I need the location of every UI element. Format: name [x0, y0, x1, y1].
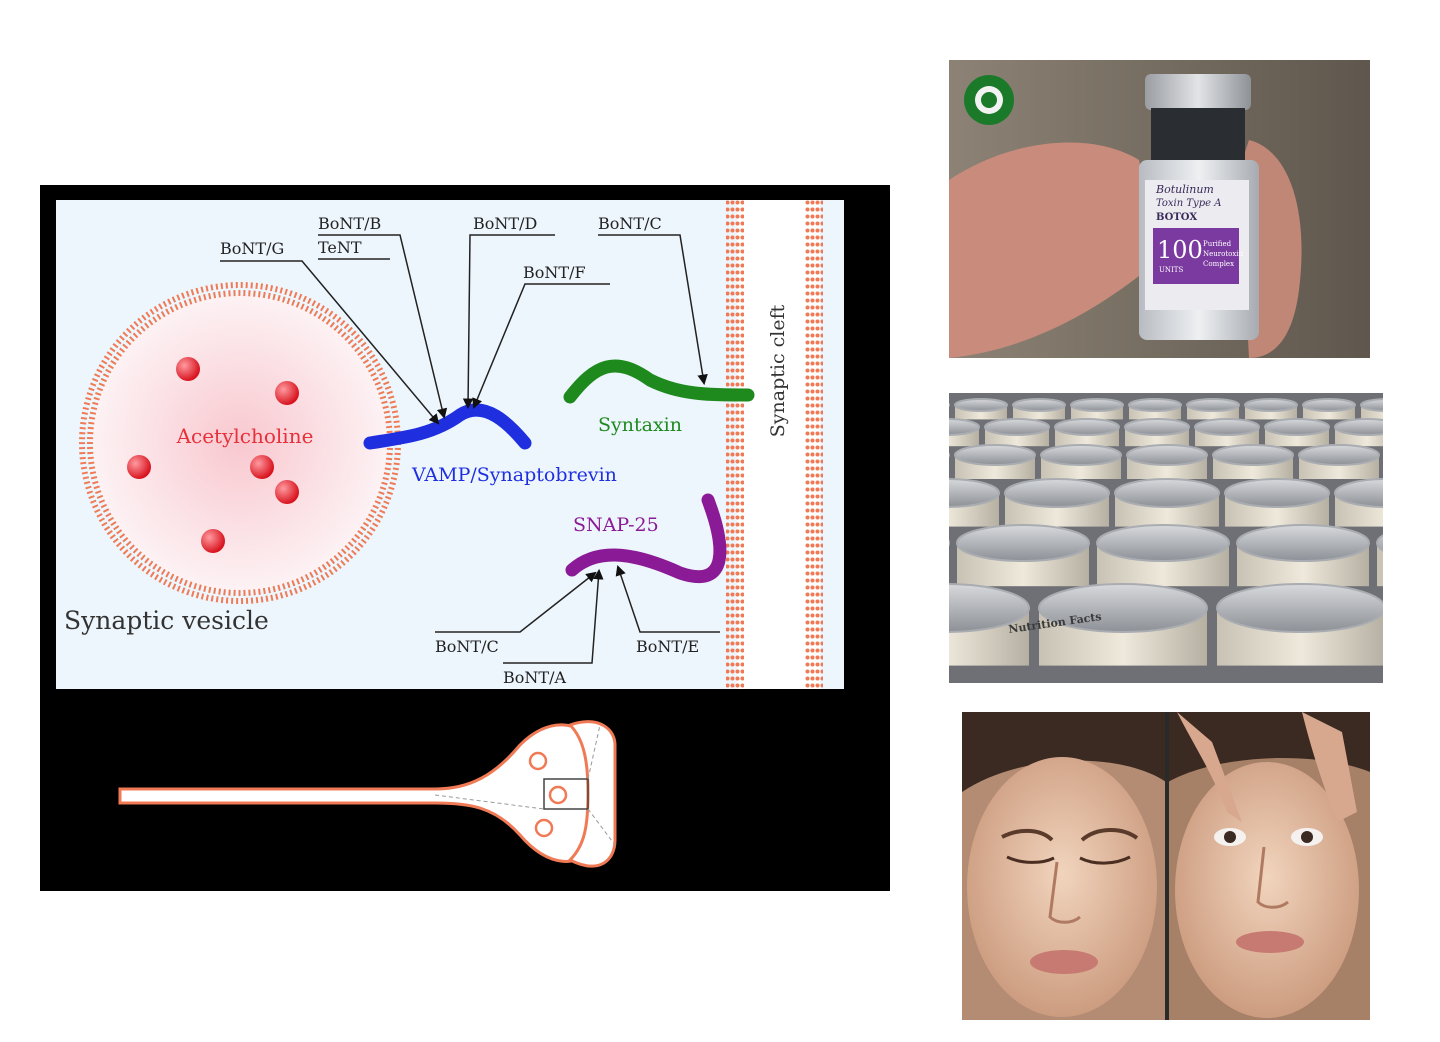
can-lid — [1334, 418, 1383, 436]
can-lid — [949, 418, 980, 436]
acetylcholine-molecules — [127, 357, 299, 553]
toxin-bont-g-label: BoNT/G — [220, 239, 284, 258]
can-lid — [1264, 418, 1330, 436]
botox-vial-photo: Botulinum Toxin Type A BOTOX 100 UNITS P… — [949, 60, 1370, 358]
toxin-tent-label: TeNT — [318, 238, 362, 257]
syntaxin-label: Syntaxin — [598, 414, 682, 436]
vamp-protein — [363, 403, 532, 450]
toxin-pointer-lines — [220, 234, 720, 664]
acetylcholine-label: Acetylcholine — [176, 424, 314, 448]
cans-group — [949, 398, 1383, 666]
faces-photo-svg — [962, 712, 1370, 1020]
can-lid — [1236, 524, 1370, 562]
toxin-bont-d-label: BoNT/D — [473, 214, 537, 233]
can-lid — [1216, 583, 1383, 633]
vial-photo-svg: Botulinum Toxin Type A BOTOX 100 UNITS P… — [949, 60, 1370, 358]
can-lid — [1054, 418, 1120, 436]
can-lid — [954, 398, 1008, 412]
toxin-bont-f-label: BoNT/F — [523, 263, 586, 282]
can-lid — [956, 524, 1090, 562]
vial-brand: BOTOX — [1156, 212, 1197, 223]
can-lid — [1114, 478, 1220, 508]
vial-units-number: 100 — [1157, 236, 1203, 264]
can-lid — [1040, 444, 1122, 466]
vial-detail-1: Purified — [1203, 240, 1232, 248]
botulism-patient-photo — [962, 712, 1370, 1020]
can-lid — [1244, 398, 1298, 412]
vamp-label: VAMP/Synaptobrevin — [411, 464, 617, 486]
can-lid — [1004, 478, 1110, 508]
can-lid — [1224, 478, 1330, 508]
can-lid — [949, 478, 1000, 508]
vial-label-line1: Botulinum — [1155, 183, 1214, 196]
can-lid — [1376, 534, 1383, 552]
vial-detail-2: Neurotoxin — [1203, 250, 1244, 258]
vial-purple-panel — [1153, 228, 1239, 284]
can-lid — [1012, 398, 1066, 412]
can-lid — [1070, 398, 1124, 412]
vial-stopper — [1151, 108, 1245, 166]
syntaxin-protein — [563, 359, 755, 404]
vial-label-line2: Toxin Type A — [1156, 198, 1221, 209]
can-lid — [954, 444, 1036, 466]
toxin-labels: BoNT/B TeNT BoNT/G BoNT/D BoNT/F BoNT/C … — [220, 214, 699, 687]
neuron-terminal-overview — [118, 720, 617, 868]
toxin-bont-a-label: BoNT/A — [503, 668, 566, 687]
vial-detail-3: Complex — [1203, 260, 1234, 268]
patient-face-eyes-closed — [962, 712, 1166, 1020]
can-lid — [1038, 583, 1208, 633]
canned-food-photo: Nutrition Facts — [949, 393, 1383, 683]
presynaptic-membrane — [726, 200, 744, 689]
can-lid — [1360, 398, 1383, 412]
vial-units-word: UNITS — [1159, 266, 1183, 274]
can-body — [1377, 543, 1383, 587]
can-lid — [1096, 524, 1230, 562]
patient-face-eyes-held-open — [1168, 712, 1370, 1020]
examiner-hand-right — [1302, 712, 1357, 822]
toxin-bont-c-top-label: BoNT/C — [598, 214, 662, 233]
can-lid — [1194, 418, 1260, 436]
can-lid — [1334, 478, 1383, 508]
hand-fingers — [949, 142, 1159, 358]
can-lid — [1124, 418, 1190, 436]
diagram-svg: Acetylcholine VAMP/Synaptobrevin Syntaxi… — [56, 200, 844, 868]
photo-divider — [1165, 712, 1169, 1020]
can-lid — [949, 583, 1030, 633]
synaptic-vesicle-label: Synaptic vesicle — [64, 606, 269, 635]
can-lid — [1302, 398, 1356, 412]
can-lid — [1186, 398, 1240, 412]
snap25-label: SNAP-25 — [573, 514, 659, 536]
synaptic-cleft-label: Synaptic cleft — [767, 304, 789, 437]
vial-cap — [1145, 74, 1251, 110]
can-lid — [1128, 398, 1182, 412]
botulinum-mechanism-diagram: Acetylcholine VAMP/Synaptobrevin Syntaxi… — [40, 185, 890, 891]
can-lid — [1298, 444, 1380, 466]
can-lid — [1126, 444, 1208, 466]
toxin-bont-e-label: BoNT/E — [636, 637, 699, 656]
can-lid — [984, 418, 1050, 436]
examiner-hand-left — [1177, 712, 1242, 822]
snap25-protein — [565, 493, 727, 584]
postsynaptic-membrane — [805, 200, 823, 689]
can-lid — [1212, 444, 1294, 466]
toxin-bont-b-label: BoNT/B — [318, 214, 381, 233]
cans-photo-svg: Nutrition Facts — [949, 393, 1383, 683]
toxin-bont-c-bottom-label: BoNT/C — [435, 637, 499, 656]
